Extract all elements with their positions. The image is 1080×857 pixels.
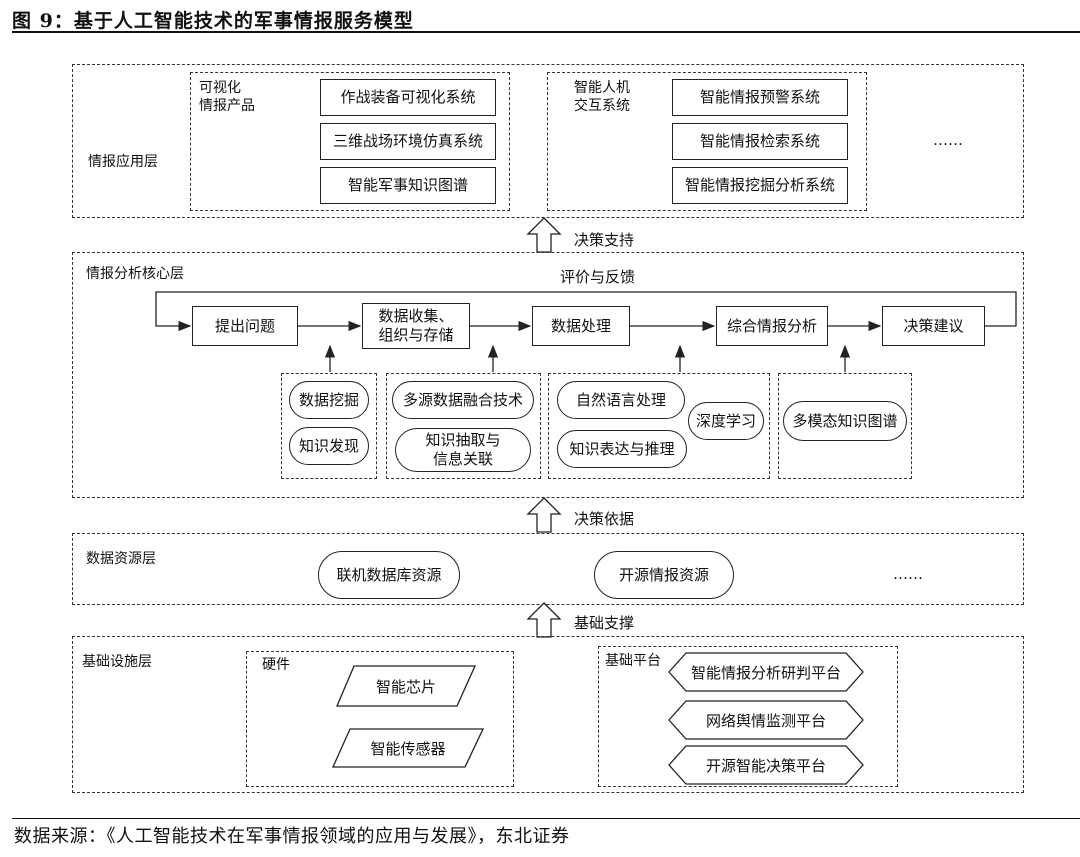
hardware-label: 硬件 <box>262 657 290 673</box>
tech-group-nlp <box>548 373 770 479</box>
visual-products-label: 可视化 情报产品 <box>199 80 255 115</box>
data-layer-name: 数据资源层 <box>86 551 156 567</box>
interaction-system-group <box>547 72 867 211</box>
tech-deep-learning: 深度学习 <box>688 402 764 440</box>
interaction-system-label: 智能人机 交互系统 <box>574 80 630 115</box>
platform-decision: 开源智能决策平台 <box>705 756 826 775</box>
platform-intel-analysis: 智能情报分析研判平台 <box>690 663 841 682</box>
source-note: 数据来源：《人工智能技术在军事情报领域的应用与发展》，东北证券 <box>14 826 570 847</box>
step-decision-advice: 决策建议 <box>882 306 985 346</box>
tech-multimodal-kg: 多模态知识图谱 <box>783 401 907 441</box>
platform-shape-2 <box>668 700 864 740</box>
app-item-equipment-visualization: 作战装备可视化系统 <box>320 79 496 116</box>
infrastructure-layer <box>72 636 1024 793</box>
step-intel-analysis: 综合情报分析 <box>716 306 828 346</box>
decision-support-label: 决策支持 <box>574 231 635 249</box>
tech-group-multimodal <box>778 373 912 479</box>
hardware-group <box>246 651 514 787</box>
step-data-processing: 数据处理 <box>532 306 630 346</box>
application-ellipsis: …… <box>933 131 963 149</box>
tech-group-mining <box>281 373 377 479</box>
app-item-knowledge-graph: 智能军事知识图谱 <box>320 167 496 204</box>
app-item-mining-analysis: 智能情报挖掘分析系统 <box>672 167 848 204</box>
analysis-layer-name: 情报分析核心层 <box>86 266 184 282</box>
tech-knowledge-reasoning: 知识表达与推理 <box>557 430 687 468</box>
step-raise-question: 提出问题 <box>192 306 298 346</box>
visual-products-group <box>190 72 510 211</box>
tech-knowledge-extraction: 知识抽取与 信息关联 <box>395 428 531 472</box>
app-item-battlefield-simulation: 三维战场环境仿真系统 <box>320 123 496 160</box>
infrastructure-layer-name: 基础设施层 <box>82 654 152 670</box>
title-rule <box>12 31 1080 33</box>
up-arrow-basic-support <box>526 602 562 638</box>
platform-label: 基础平台 <box>605 653 661 669</box>
analysis-layer <box>72 252 1024 498</box>
platform-shape-1 <box>668 652 864 692</box>
tech-nlp: 自然语言处理 <box>557 381 685 419</box>
platform-shape-3 <box>668 745 864 785</box>
basic-support-label: 基础支撑 <box>574 614 635 632</box>
data-ellipsis: …… <box>893 565 923 583</box>
up-arrow-decision-basis <box>526 497 562 533</box>
data-online-database: 联机数据库资源 <box>318 551 460 599</box>
source-rule <box>12 818 1080 819</box>
app-item-retrieval: 智能情报检索系统 <box>672 123 848 160</box>
chip-shape <box>336 665 477 707</box>
hardware-sensor: 智能传感器 <box>370 739 446 758</box>
platform-public-opinion: 网络舆情监测平台 <box>705 711 826 730</box>
tech-multisource-fusion: 多源数据融合技术 <box>392 381 534 419</box>
figure-title: 图 9：基于人工智能技术的军事情报服务模型 <box>12 10 414 32</box>
tech-knowledge-discovery: 知识发现 <box>289 427 369 465</box>
data-open-source-intel: 开源情报资源 <box>594 551 734 599</box>
data-layer <box>72 533 1024 605</box>
app-item-early-warning: 智能情报预警系统 <box>672 79 848 116</box>
sensor-shape <box>331 728 485 768</box>
tech-data-mining: 数据挖掘 <box>289 381 369 419</box>
step-data-collection: 数据收集、 组织与存储 <box>362 303 470 349</box>
hardware-chip: 智能芯片 <box>375 677 436 696</box>
decision-basis-label: 决策依据 <box>574 510 635 528</box>
platform-group <box>598 646 898 787</box>
tech-group-fusion <box>386 373 541 479</box>
application-layer-name: 情报应用层 <box>88 154 158 170</box>
application-layer <box>72 64 1024 218</box>
feedback-label: 评价与反馈 <box>560 268 636 286</box>
